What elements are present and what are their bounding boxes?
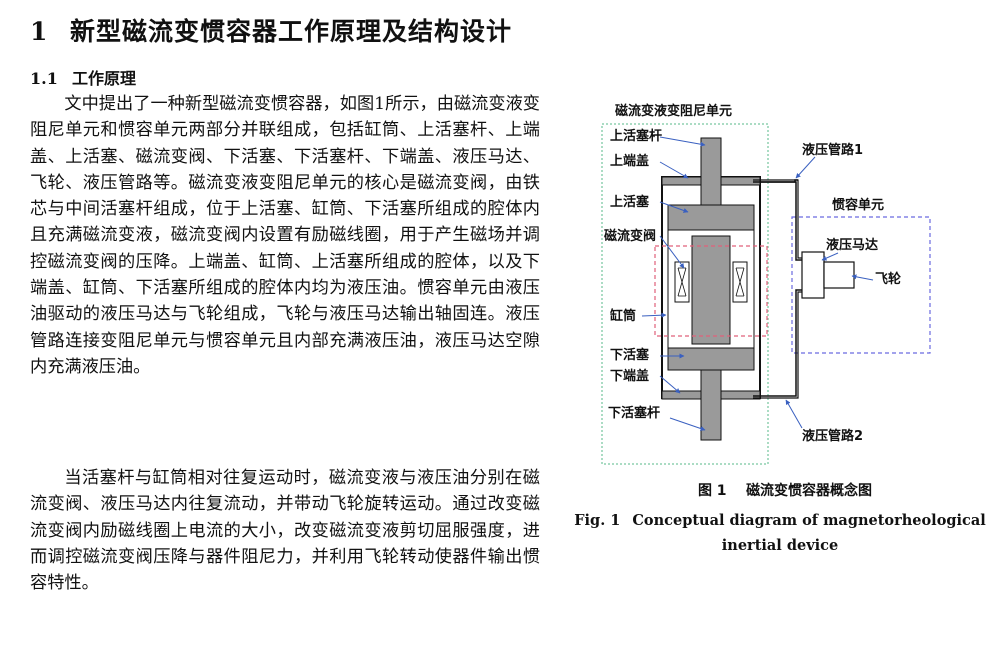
mr-valve-frame: [654, 245, 768, 337]
figure-caption-en: Fig. 1 Conceptual diagram of magnetorheol…: [560, 508, 1000, 558]
section-number: 1: [30, 17, 49, 46]
figure-caption-cn: 图 1 磁流变惯容器概念图: [570, 480, 1000, 500]
body-paragraph-2: 当活塞杆与缸筒相对往复运动时，磁流变液与液压油分别在磁流变阀、液压马达内往复流动…: [30, 468, 540, 594]
caption-cn-label: 图 1: [697, 483, 727, 499]
lower-piston: [667, 347, 755, 371]
label-hyd-motor: 液压马达: [826, 237, 878, 253]
hydraulic-motor: [801, 251, 825, 299]
hydraulic-pipe-2: [753, 289, 802, 397]
flywheel: [823, 261, 855, 289]
label-mr-valve: 磁流变阀: [604, 228, 656, 244]
label-inerter-unit: 惯容单元: [832, 197, 884, 213]
caption-cn-text: 磁流变惯容器概念图: [746, 483, 873, 499]
lower-piston-rod: [700, 369, 722, 441]
label-pipe-2: 液压管路2: [802, 428, 863, 444]
mr-valve-core: [691, 235, 731, 345]
section-title-text: 新型磁流变惯容器工作原理及结构设计: [70, 17, 513, 46]
hydraulic-pipe-1: [753, 181, 802, 261]
damping-unit-frame: [601, 123, 769, 465]
caption-en-text: Conceptual diagram of magnetorheological…: [632, 512, 986, 554]
label-upper-cap: 上端盖: [610, 153, 649, 169]
label-upper-piston: 上活塞: [610, 194, 650, 210]
mr-inerter-diagram: 磁流变液变阻尼单元 上活塞杆 上端盖 上活塞 磁流变阀 缸筒 下活塞 下端盖 下…: [601, 103, 931, 465]
inerter-unit-frame: [791, 216, 931, 354]
label-flywheel: 飞轮: [875, 271, 901, 287]
subsection-title: 1.1 工作原理: [30, 65, 136, 89]
body-paragraph-1: 文中提出了一种新型磁流变惯容器，如图1所示，由磁流变液变阻尼单元和惯容单元两部分…: [30, 94, 540, 377]
label-lower-cap: 下端盖: [610, 368, 649, 384]
label-lower-rod: 下活塞杆: [608, 405, 660, 421]
label-cylinder: 缸筒: [609, 308, 636, 324]
upper-piston: [667, 204, 755, 231]
subsection-title-text: 工作原理: [72, 69, 137, 88]
label-upper-rod: 上活塞杆: [610, 128, 662, 144]
label-pipe-1: 液压管路1: [802, 142, 863, 158]
section-title: 1 新型磁流变惯容器工作原理及结构设计: [30, 12, 512, 48]
subsection-number: 1.1: [30, 69, 58, 88]
caption-en-label: Fig. 1: [574, 512, 621, 529]
figure-1: 磁流变液变阻尼单元 上活塞杆 上端盖 上活塞 磁流变阀 缸筒 下活塞 下端盖 下…: [570, 100, 1000, 470]
label-damping-unit: 磁流变液变阻尼单元: [615, 103, 732, 119]
label-lower-piston: 下活塞: [610, 347, 650, 363]
